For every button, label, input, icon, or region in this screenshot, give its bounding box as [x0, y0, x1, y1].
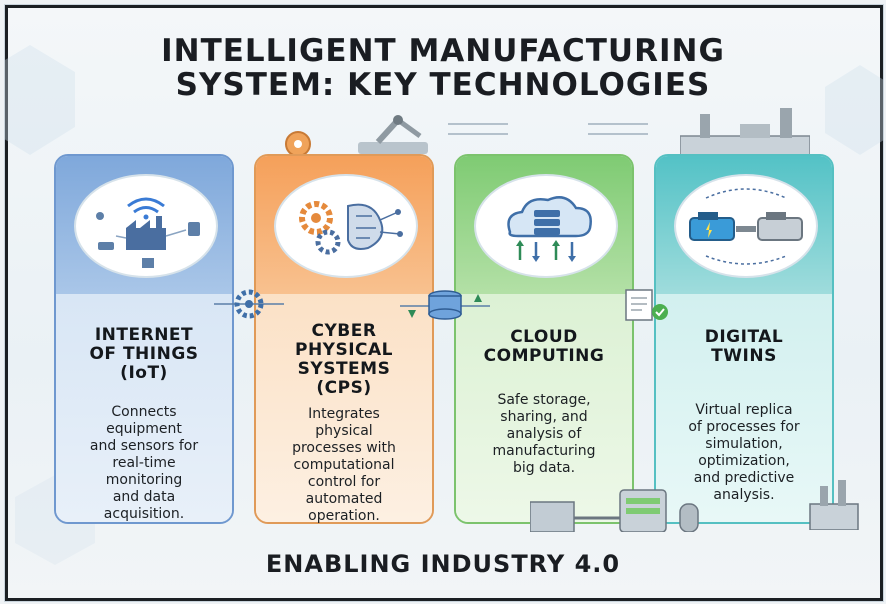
card-iot-description: Connects equipment and sensors for real-… [62, 404, 226, 523]
card-twins-desc-line: simulation, [705, 436, 783, 452]
card-cps-title-line: PHYSICAL [294, 340, 394, 360]
gear-connector-icon [214, 289, 284, 319]
gears-brain-icon [274, 174, 418, 278]
card-cloud-title-line: CLOUD [510, 327, 578, 347]
twin-engines-icon [674, 174, 818, 278]
card-iot-desc-line: Connects [111, 404, 177, 420]
card-cps-desc-line: operation. [308, 508, 380, 524]
card-iot-title-line: (IoT) [120, 363, 168, 383]
factory-icon [680, 108, 810, 156]
card-cps-desc-line: processes with [292, 440, 396, 456]
data-stream-icon [448, 123, 648, 135]
card-twins-desc-line: optimization, [698, 453, 790, 469]
background-hexagon-right [825, 65, 883, 155]
card-cloud-title-line: COMPUTING [483, 346, 605, 366]
card-iot-desc-line: equipment [106, 421, 182, 437]
card-twins-desc-line: Virtual replica [695, 402, 793, 418]
card-cps-body [256, 294, 432, 522]
card-iot-desc-line: and data [112, 489, 176, 505]
card-twins-description: Virtual replica of processes for simulat… [662, 402, 826, 504]
page-title-line-1: INTELLIGENT MANUFACTURING [161, 33, 725, 69]
factory-wifi-sensors-icon [74, 174, 218, 278]
card-iot-desc-line: real-time [112, 455, 176, 471]
card-iot-desc-line: acquisition. [103, 506, 185, 522]
footer-tagline: ENABLING INDUSTRY 4.0 [265, 550, 621, 578]
card-cps-title: CYBER PHYSICAL SYSTEMS (CPS) [256, 322, 432, 398]
card-cloud-title: CLOUD COMPUTING [456, 328, 632, 366]
card-cloud-desc-line: sharing, and [500, 409, 588, 425]
card-cps-desc-line: automated [305, 491, 383, 507]
card-cloud-description: Safe storage, sharing, and analysis of m… [462, 392, 626, 477]
card-twins-desc-line: analysis. [713, 487, 775, 503]
cloud-server-icon [474, 174, 618, 278]
bottom-chimney-icon [809, 480, 859, 530]
card-twins-title-line: DIGITAL [704, 327, 784, 347]
card-cps-title-line: (CPS) [316, 378, 372, 398]
card-twins-desc-line: of processes for [688, 419, 800, 435]
card-cps: CYBER PHYSICAL SYSTEMS (CPS) Integrates … [254, 154, 434, 524]
card-iot-desc-line: monitoring [105, 472, 183, 488]
card-digital-twins: DIGITAL TWINS Virtual replica of process… [654, 154, 834, 524]
card-cloud-body [456, 294, 632, 522]
card-twins-title-line: TWINS [711, 346, 777, 366]
card-cps-desc-line: physical [315, 423, 373, 439]
card-cloud-desc-line: analysis of [506, 426, 582, 442]
card-twins-title: DIGITAL TWINS [656, 328, 832, 366]
card-iot: INTERNET OF THINGS (IoT) Connects equipm… [54, 154, 234, 524]
card-cloud-desc-line: manufacturing [492, 443, 596, 459]
bottom-plant-icon [530, 489, 699, 532]
card-cps-desc-line: Integrates [308, 406, 380, 422]
page-title-line-2: SYSTEM: KEY TECHNOLOGIES [175, 67, 711, 103]
card-iot-title-line: INTERNET [94, 325, 194, 345]
card-twins-desc-line: and predictive [693, 470, 795, 486]
background-hexagon-left [5, 45, 75, 155]
card-cps-title-line: SYSTEMS [297, 359, 391, 379]
card-cloud-desc-line: Safe storage, [497, 392, 591, 408]
card-cloud: CLOUD COMPUTING Safe storage, sharing, a… [454, 154, 634, 524]
card-cps-desc-line: computational [293, 457, 395, 473]
card-iot-body [56, 294, 232, 522]
card-cps-desc-line: control for [307, 474, 381, 490]
card-iot-title-line: OF THINGS [89, 344, 199, 364]
card-cps-description: Integrates physical processes with compu… [262, 406, 426, 525]
card-iot-title: INTERNET OF THINGS (IoT) [56, 326, 232, 383]
database-connector-icon [400, 290, 490, 320]
document-check-icon [625, 289, 668, 321]
card-cps-title-line: CYBER [311, 321, 377, 341]
card-cloud-desc-line: big data. [512, 460, 576, 476]
robot-arm-icon [285, 115, 428, 157]
card-twins-body [656, 294, 832, 522]
card-iot-desc-line: and sensors for [89, 438, 199, 454]
